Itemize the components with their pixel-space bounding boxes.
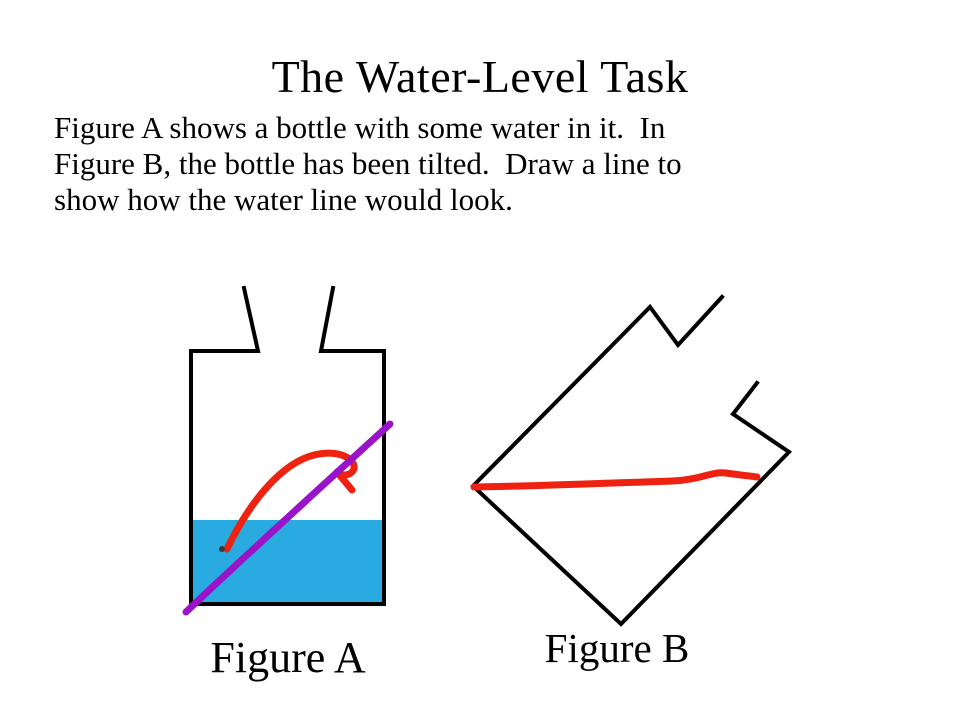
red-water-line-b bbox=[470, 469, 761, 491]
purple-line-annotation-a bbox=[182, 420, 394, 616]
instruction-line-2: Figure B, the bottle has been tilted. Dr… bbox=[54, 146, 682, 181]
ink-dot-a bbox=[219, 546, 225, 552]
figure-b-label: Figure B bbox=[544, 625, 690, 671]
bottle-a-outline bbox=[189, 285, 386, 606]
water-fill-a bbox=[193, 520, 382, 605]
slide-title: The Water-Level Task bbox=[271, 51, 689, 102]
red-arrow-annotation-a bbox=[223, 449, 358, 553]
instruction-line-3: show how the water line would look. bbox=[54, 182, 513, 217]
instruction-text: Figure A shows a bottle with some water … bbox=[54, 110, 682, 218]
figure-a-label: Figure A bbox=[210, 633, 366, 682]
instruction-line-1: Figure A shows a bottle with some water … bbox=[54, 110, 666, 145]
bottle-b-outline bbox=[470, 294, 793, 627]
